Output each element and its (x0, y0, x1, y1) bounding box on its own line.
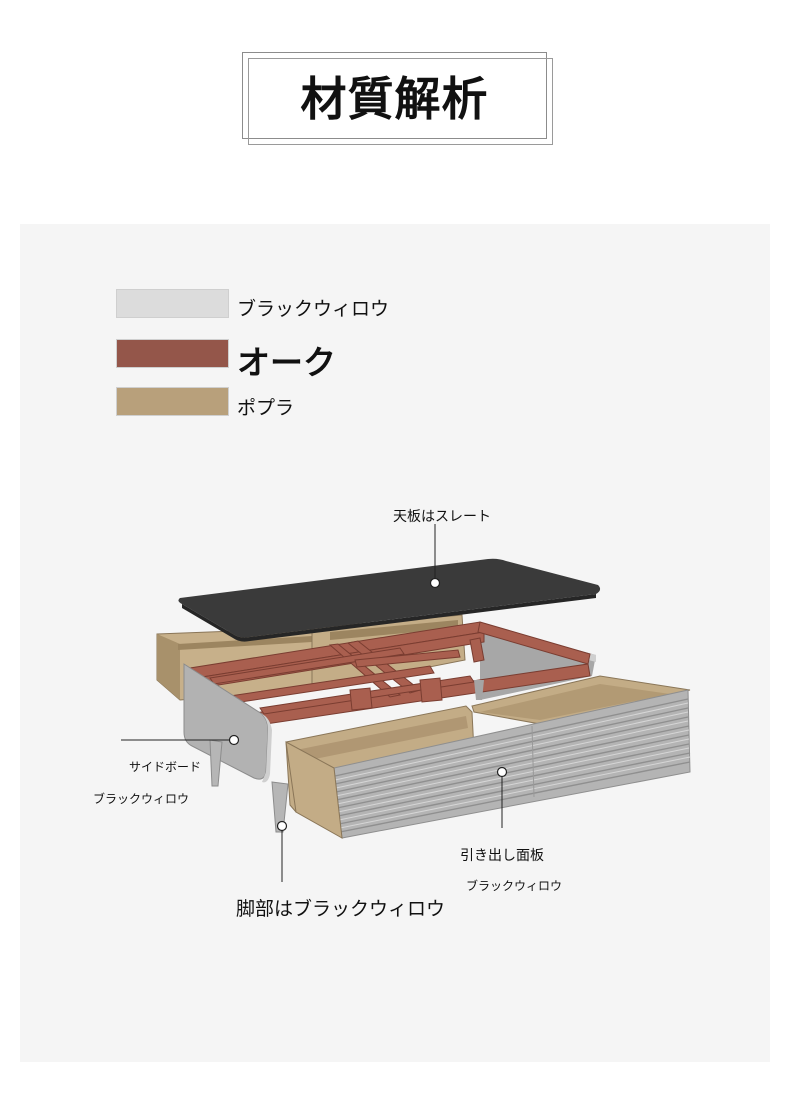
callout-drawer-material: ブラックウィロウ (466, 879, 563, 893)
callout-legs-label: 脚部はブラックウィロウ (236, 898, 446, 920)
callout-dot-side (228, 734, 240, 746)
legend-label-oak: オーク (237, 343, 336, 382)
slate-tabletop (178, 558, 601, 642)
page-title: 材質解析 (300, 71, 489, 126)
drawer-front-panel (285, 689, 691, 839)
callout-side-label: サイドボード (129, 760, 202, 774)
legend-label-black-willow: ブラックウィロウ (237, 298, 390, 320)
callout-drawer-label: 引き出し面板 (460, 848, 544, 864)
legend-swatch-black-willow (116, 289, 229, 318)
callout-side-material: ブラックウィロウ (93, 792, 190, 806)
callout-dot-top (429, 577, 441, 589)
legend-label-poplar: ポプラ (237, 397, 295, 419)
callout-dot-drawer (496, 766, 508, 778)
legs (209, 680, 484, 833)
legend-swatch-poplar (116, 387, 229, 416)
oak-frame (187, 621, 591, 727)
legend-swatch-oak (116, 339, 229, 368)
callout-markers (121, 524, 508, 882)
callout-top-label: 天板はスレート (393, 509, 491, 525)
callout-dot-legs (276, 820, 288, 832)
